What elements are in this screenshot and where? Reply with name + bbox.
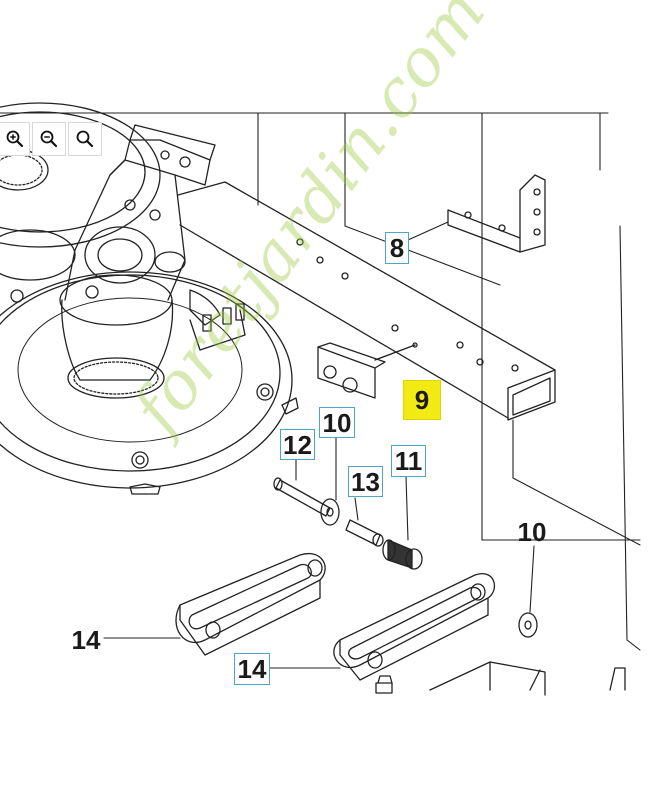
link-part-14-b: [333, 573, 496, 681]
callout-11: 11: [391, 445, 426, 477]
leader-lines: [103, 221, 535, 669]
zoom-in-button[interactable]: [0, 122, 30, 156]
zoom-out-button[interactable]: [32, 122, 66, 156]
callout-8: 8: [385, 232, 409, 264]
zoom-reset-button[interactable]: [68, 122, 102, 156]
callout-14-left: 14: [71, 625, 101, 655]
callout-14-bottom: 14: [234, 653, 270, 685]
link-part-14-a: [175, 552, 326, 656]
zoom-in-icon: [6, 130, 23, 148]
plate-part-9: [317, 342, 418, 399]
gearbox: [59, 124, 246, 399]
washer-part-10: [320, 498, 538, 638]
blade-disc: [0, 271, 299, 495]
bushing-part-11: [382, 539, 423, 570]
callout-12: 12: [280, 429, 315, 460]
zoom-out-icon: [40, 130, 58, 148]
bolt-part-12: [273, 477, 331, 517]
callout-9-highlighted: 9: [403, 380, 441, 420]
magnifier-icon: [76, 130, 94, 148]
callout-13: 13: [348, 466, 383, 497]
callout-10-lower: 10: [517, 517, 547, 547]
main-arm: [177, 181, 556, 421]
lower-housing: [375, 661, 626, 696]
spacer-part-13: [345, 519, 384, 547]
frame-lines: [0, 112, 641, 651]
zoom-toolbar: [0, 122, 102, 156]
bracket-part-8: [447, 174, 546, 253]
callout-10-upper: 10: [319, 407, 355, 438]
